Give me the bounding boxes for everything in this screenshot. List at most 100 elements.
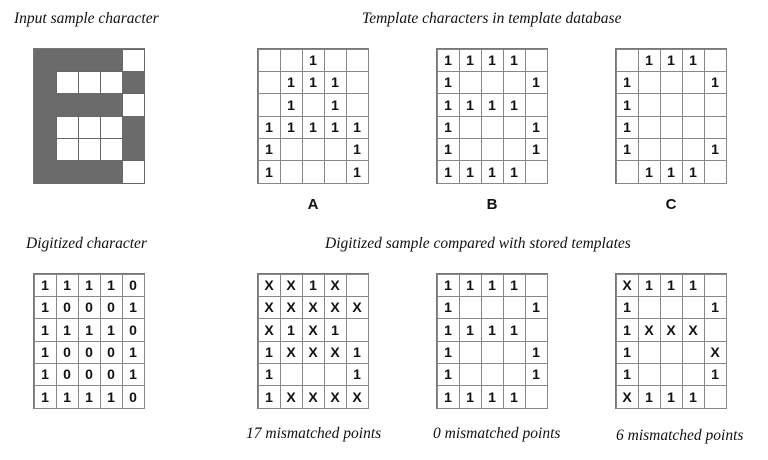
grid-cell: 1: [33, 273, 57, 297]
filled-pixel: [121, 115, 145, 139]
grid-cell: 1: [524, 137, 548, 162]
grid-cell: 1: [323, 93, 347, 117]
grid-cell: 1: [659, 160, 683, 184]
grid-cell: 0: [99, 295, 123, 320]
grid-cell: 1: [33, 385, 57, 409]
grid-cell: 1: [436, 115, 460, 139]
grid-cell: [257, 70, 281, 95]
grid-cell: 1: [480, 48, 504, 72]
grid-cell: X: [301, 385, 325, 409]
grid-cell: X: [279, 295, 303, 320]
grid-cell: 1: [458, 318, 482, 342]
grid-cell: X: [301, 318, 325, 342]
grid-cell: 1: [480, 160, 504, 184]
grid-cell: 1: [524, 70, 548, 95]
grid-cell: [637, 340, 661, 364]
grid-cell: [345, 93, 369, 117]
grid-cell: [345, 48, 369, 72]
grid-cell: 1: [681, 273, 705, 297]
result-a: 17 mismatched points: [246, 425, 382, 442]
filled-pixel: [55, 93, 79, 117]
grid-cell: 1: [615, 362, 639, 387]
caption-digitized: Digitized character: [26, 235, 147, 252]
grid-cell: [279, 48, 303, 72]
template-label-a: A: [307, 196, 319, 213]
filled-pixel: [33, 160, 57, 184]
empty-pixel: [77, 137, 101, 162]
grid-cell: X: [257, 295, 281, 320]
grid-cell: [703, 115, 727, 139]
grid-cell: 1: [615, 295, 639, 320]
empty-pixel: [77, 115, 101, 139]
grid-cell: 1: [480, 318, 504, 342]
result-b: 0 mismatched points: [433, 425, 561, 442]
grid-cell: 0: [55, 362, 79, 387]
grid-cell: 1: [703, 362, 727, 387]
grid-cell: 1: [480, 273, 504, 297]
grid-cell: [502, 70, 526, 95]
grid-cell: [301, 137, 325, 162]
grid-cell: [703, 48, 727, 72]
grid-cell: X: [323, 385, 347, 409]
filled-pixel: [99, 48, 123, 72]
grid-cell: [502, 115, 526, 139]
grid-cell: [345, 318, 369, 342]
empty-pixel: [121, 48, 145, 72]
grid-cell: 0: [77, 362, 101, 387]
grid-cell: [637, 137, 661, 162]
grid-cell: X: [279, 340, 303, 364]
grid-cell: 1: [257, 115, 281, 139]
result-c: 6 mismatched points: [616, 427, 744, 444]
grid-cell: 1: [301, 48, 325, 72]
grid-cell: 1: [637, 385, 661, 409]
grid-cell: [502, 295, 526, 320]
grid-cell: [681, 295, 705, 320]
grid-cell: 1: [436, 362, 460, 387]
caption-comparison: Digitized sample compared with stored te…: [325, 235, 631, 252]
grid-cell: 1: [99, 273, 123, 297]
grid-cell: [681, 340, 705, 364]
grid-cell: 1: [615, 115, 639, 139]
grid-cell: [323, 160, 347, 184]
grid-cell: [637, 70, 661, 95]
input-sample-grid: [33, 48, 145, 184]
grid-cell: 1: [703, 295, 727, 320]
filled-pixel: [121, 70, 145, 95]
grid-cell: [301, 160, 325, 184]
grid-cell: 0: [121, 385, 145, 409]
grid-cell: [279, 160, 303, 184]
empty-pixel: [99, 70, 123, 95]
grid-cell: [345, 70, 369, 95]
grid-cell: 1: [55, 385, 79, 409]
filled-pixel: [33, 48, 57, 72]
grid-cell: 1: [323, 115, 347, 139]
grid-cell: 1: [637, 48, 661, 72]
grid-cell: 1: [99, 385, 123, 409]
grid-cell: 1: [257, 137, 281, 162]
grid-cell: 1: [659, 273, 683, 297]
grid-cell: 1: [55, 318, 79, 342]
grid-cell: 1: [436, 318, 460, 342]
filled-pixel: [33, 93, 57, 117]
grid-cell: 1: [502, 48, 526, 72]
grid-cell: 1: [345, 115, 369, 139]
empty-pixel: [121, 93, 145, 117]
grid-cell: [524, 273, 548, 297]
grid-cell: [480, 362, 504, 387]
grid-cell: 1: [436, 385, 460, 409]
grid-cell: 1: [480, 93, 504, 117]
grid-cell: 1: [257, 340, 281, 364]
grid-cell: 1: [99, 318, 123, 342]
grid-cell: [703, 93, 727, 117]
grid-cell: 1: [436, 273, 460, 297]
grid-cell: [524, 93, 548, 117]
grid-cell: 1: [279, 70, 303, 95]
grid-cell: X: [615, 273, 639, 297]
grid-cell: [279, 362, 303, 387]
grid-cell: [681, 115, 705, 139]
grid-cell: X: [703, 340, 727, 364]
grid-cell: X: [301, 340, 325, 364]
